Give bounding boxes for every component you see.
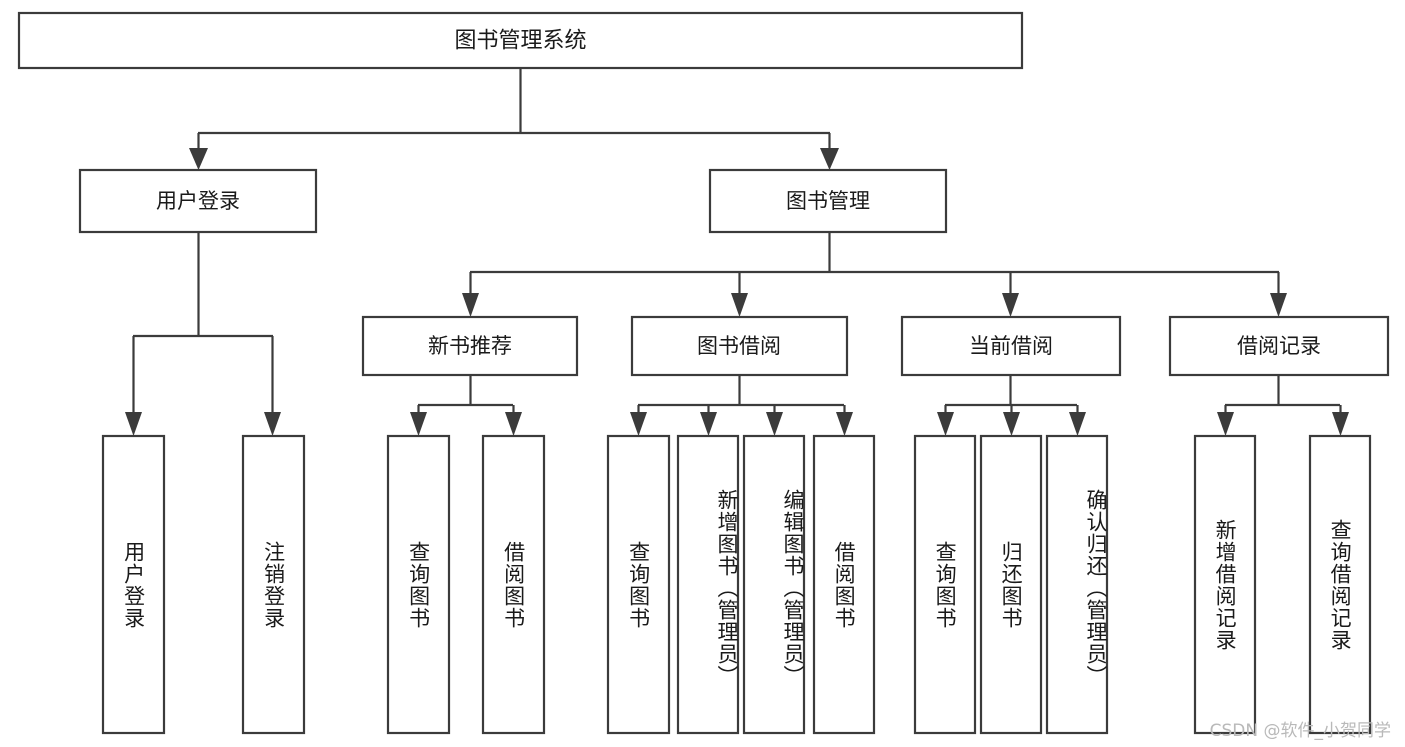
leaf-box-return-book[interactable]: [979, 434, 1043, 735]
arrow-head-record: [1270, 293, 1287, 317]
arrow-head-new-book: [462, 293, 479, 317]
arrow-head-leaf-query-book-2: [630, 412, 647, 436]
arrow-head-user-login: [189, 148, 208, 170]
node-borrow-record-box[interactable]: [1168, 315, 1390, 377]
arrow-head-leaf-query-book-3: [937, 412, 954, 436]
arrow-head-leaf-return-book: [1003, 412, 1020, 436]
leaf-box-add-book[interactable]: [676, 434, 740, 735]
node-root[interactable]: 图书管理系统: [17, 11, 1024, 70]
arrow-head-leaf-query-book-1: [410, 412, 427, 436]
node-book-borrow[interactable]: 图书借阅: [630, 315, 849, 377]
leaf-box-add-record[interactable]: [1193, 434, 1257, 735]
node-current-borrow-label: 当前借阅: [969, 334, 1053, 358]
node-borrow-record[interactable]: 借阅记录: [1168, 315, 1390, 377]
node-current-borrow[interactable]: 当前借阅: [900, 315, 1122, 377]
node-book-management-label: 图书管理: [786, 189, 870, 213]
arrow-head-leaf-query-record: [1332, 412, 1349, 436]
arrow-head-leaf-borrow-book-2: [836, 412, 853, 436]
node-user-login-box[interactable]: [78, 168, 318, 234]
node-new-book-recommend-label: 新书推荐: [428, 334, 512, 358]
arrow-head-leaf-borrow-book-1: [505, 412, 522, 436]
arrow-head-leaf-edit-book: [766, 412, 783, 436]
watermark-label: CSDN @软件_小贺同学: [1209, 721, 1391, 741]
leaf-box-query-record[interactable]: [1308, 434, 1372, 735]
node-new-book-recommend-box[interactable]: [361, 315, 579, 377]
node-book-borrow-box[interactable]: [630, 315, 849, 377]
arrow-head-leaf-logout: [264, 412, 281, 436]
arrow-head-book-mgmt: [820, 148, 839, 170]
arrow-head-leaf-add-record: [1217, 412, 1234, 436]
leaf-box-borrow-book-new[interactable]: [481, 434, 546, 735]
node-root-box[interactable]: [17, 11, 1024, 70]
node-user-login[interactable]: 用户登录: [78, 168, 318, 234]
arrow-head-borrow: [731, 293, 748, 317]
leaf-box-user-login[interactable]: [101, 434, 166, 735]
node-borrow-record-label: 借阅记录: [1237, 334, 1321, 358]
node-user-login-label: 用户登录: [156, 189, 240, 213]
node-book-management-box[interactable]: [708, 168, 948, 234]
node-book-borrow-label: 图书借阅: [697, 334, 781, 358]
connector-group: [125, 68, 1349, 436]
arrow-head-leaf-user-login: [125, 412, 142, 436]
arrow-head-leaf-add-book: [700, 412, 717, 436]
leaf-box-borrow-book[interactable]: [812, 434, 876, 735]
arrow-head-leaf-confirm-return: [1069, 412, 1086, 436]
node-new-book-recommend[interactable]: 新书推荐: [361, 315, 579, 377]
node-book-management[interactable]: 图书管理: [708, 168, 948, 234]
leaf-box-query-book-current[interactable]: [913, 434, 977, 735]
leaf-box-edit-book[interactable]: [742, 434, 806, 735]
leaf-box-query-book-borrow[interactable]: [606, 434, 671, 735]
node-current-borrow-box[interactable]: [900, 315, 1122, 377]
leaf-box-group: [101, 434, 1372, 735]
leaf-box-query-book-new[interactable]: [386, 434, 451, 735]
node-root-label: 图书管理系统: [454, 29, 586, 54]
arrow-head-current: [1002, 293, 1019, 317]
leaf-box-confirm-return[interactable]: [1045, 434, 1109, 735]
leaf-box-logout[interactable]: [241, 434, 306, 735]
